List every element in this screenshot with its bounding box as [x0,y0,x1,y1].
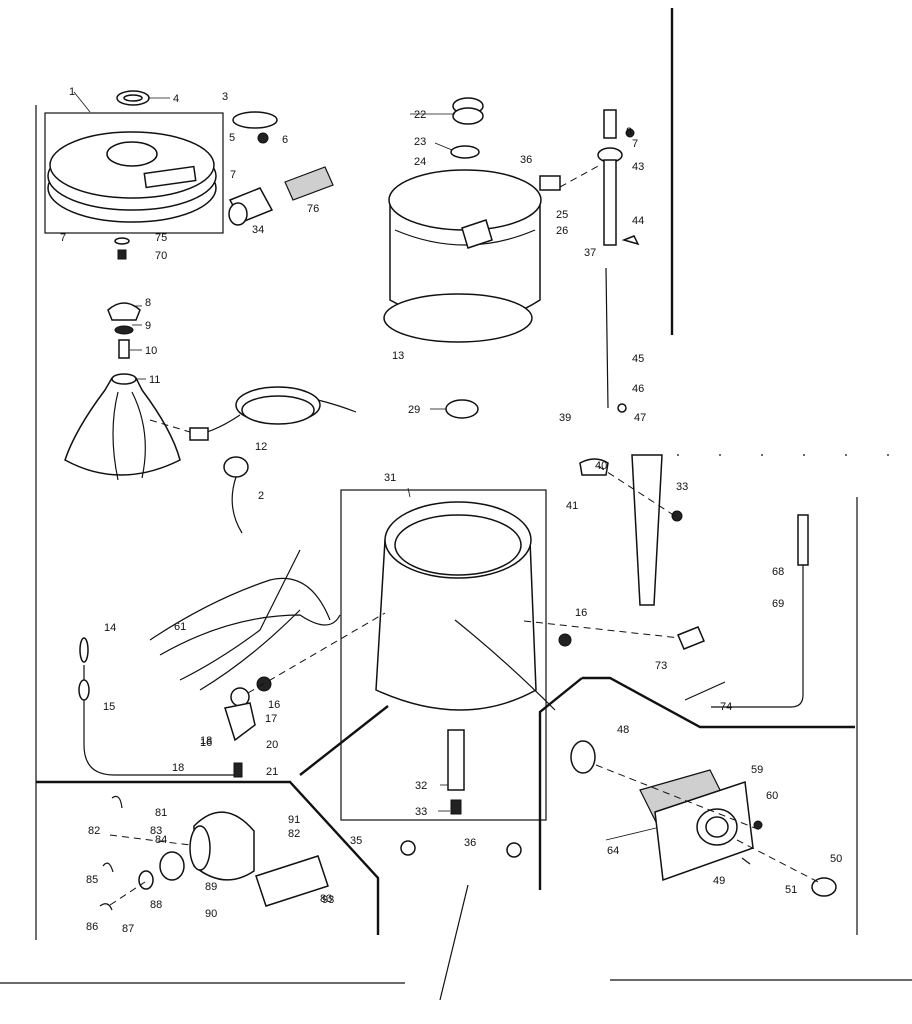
callout-73: 73 [655,660,667,672]
callout-89: 89 [205,881,217,893]
callout-17: 17 [265,713,277,725]
callout-34: 34 [252,224,264,236]
callout-4: 4 [173,93,179,105]
callout-8: 8 [626,126,632,138]
wire-harness [78,549,341,778]
callout-18: 18 [200,735,212,747]
callout-16: 16 [200,737,212,749]
callout-14: 14 [104,622,116,634]
pump-assembly [570,740,837,897]
callout-51: 51 [785,884,797,896]
callout-13: 13 [392,350,404,362]
callout-64: 64 [607,845,619,857]
callout-81: 81 [155,807,167,819]
callout-3: 3 [222,91,228,103]
callout-10: 10 [145,345,157,357]
callout-90: 90 [205,908,217,920]
callout-16: 16 [268,699,280,711]
callout-33: 33 [676,481,688,493]
callout-32: 32 [415,780,427,792]
callout-47: 47 [634,412,646,424]
callout-36: 36 [464,837,476,849]
callout-70: 70 [155,250,167,262]
tub-assembly [383,97,561,419]
callout-44: 44 [632,215,644,227]
callout-49: 49 [713,875,725,887]
callout-2: 2 [258,490,264,502]
callout-43: 43 [632,161,644,173]
callout-83: 83 [150,825,162,837]
callout-26: 26 [556,225,568,237]
callout-16: 16 [575,607,587,619]
callout-7: 7 [632,138,638,150]
callout-12: 12 [255,441,267,453]
motor-assembly [99,795,329,911]
callout-7: 7 [230,169,236,181]
callout-59: 59 [751,764,763,776]
callout-11: 11 [149,374,160,386]
callout-46: 46 [632,383,644,395]
callout-39: 39 [559,412,571,424]
callout-85: 85 [86,874,98,886]
callout-86: 86 [86,921,98,933]
callout-23: 23 [414,136,426,148]
assembly-paths [109,164,823,906]
callout-labels: 1 2 3 4 5 6 7 7 7 8 8 9 10 11 12 13 14 1… [60,86,842,935]
leader-lines [73,91,657,841]
callout-21: 21 [266,766,278,778]
callout-18: 18 [172,762,184,774]
drive-shaft [579,109,683,606]
callout-40: 40 [595,460,607,472]
callout-93: 93 [322,894,334,906]
callout-8: 8 [145,297,151,309]
callout-31: 31 [384,472,396,484]
callout-22: 22 [414,109,426,121]
callout-24: 24 [414,156,426,168]
agitator-assembly [64,302,181,481]
callout-82: 82 [88,825,100,837]
callout-91: 91 [288,814,300,826]
callout-6: 6 [282,134,288,146]
callout-88: 88 [150,899,162,911]
callout-36: 36 [520,154,532,166]
hose-assembly [677,514,809,708]
callout-87: 87 [122,923,134,935]
callout-50: 50 [830,853,842,865]
callout-84: 84 [155,834,167,846]
callout-9: 9 [145,320,151,332]
callout-83: 83 [320,893,332,905]
callout-75: 75 [155,232,167,244]
callout-60: 60 [766,790,778,802]
callout-82: 82 [288,828,300,840]
callout-76: 76 [307,203,319,215]
callout-7: 7 [60,232,66,244]
callout-45: 45 [632,353,644,365]
frame-lines [0,8,912,1001]
callout-15: 15 [103,701,115,713]
callout-35: 35 [350,835,362,847]
callout-33: 33 [415,806,427,818]
callout-5: 5 [229,132,235,144]
callout-1: 1 [69,86,75,98]
callout-37: 37 [584,247,596,259]
callout-68: 68 [772,566,784,578]
callout-25: 25 [556,209,568,221]
cord-and-switch [189,386,357,534]
cover-assembly [44,90,334,260]
callout-41: 41 [566,500,578,512]
callout-74: 74 [720,701,732,713]
cabinet-assembly [340,489,572,858]
callout-20: 20 [266,739,278,751]
callout-61: 61 [174,621,186,633]
callout-48: 48 [617,724,629,736]
callout-69: 69 [772,598,784,610]
callout-29: 29 [408,404,420,416]
